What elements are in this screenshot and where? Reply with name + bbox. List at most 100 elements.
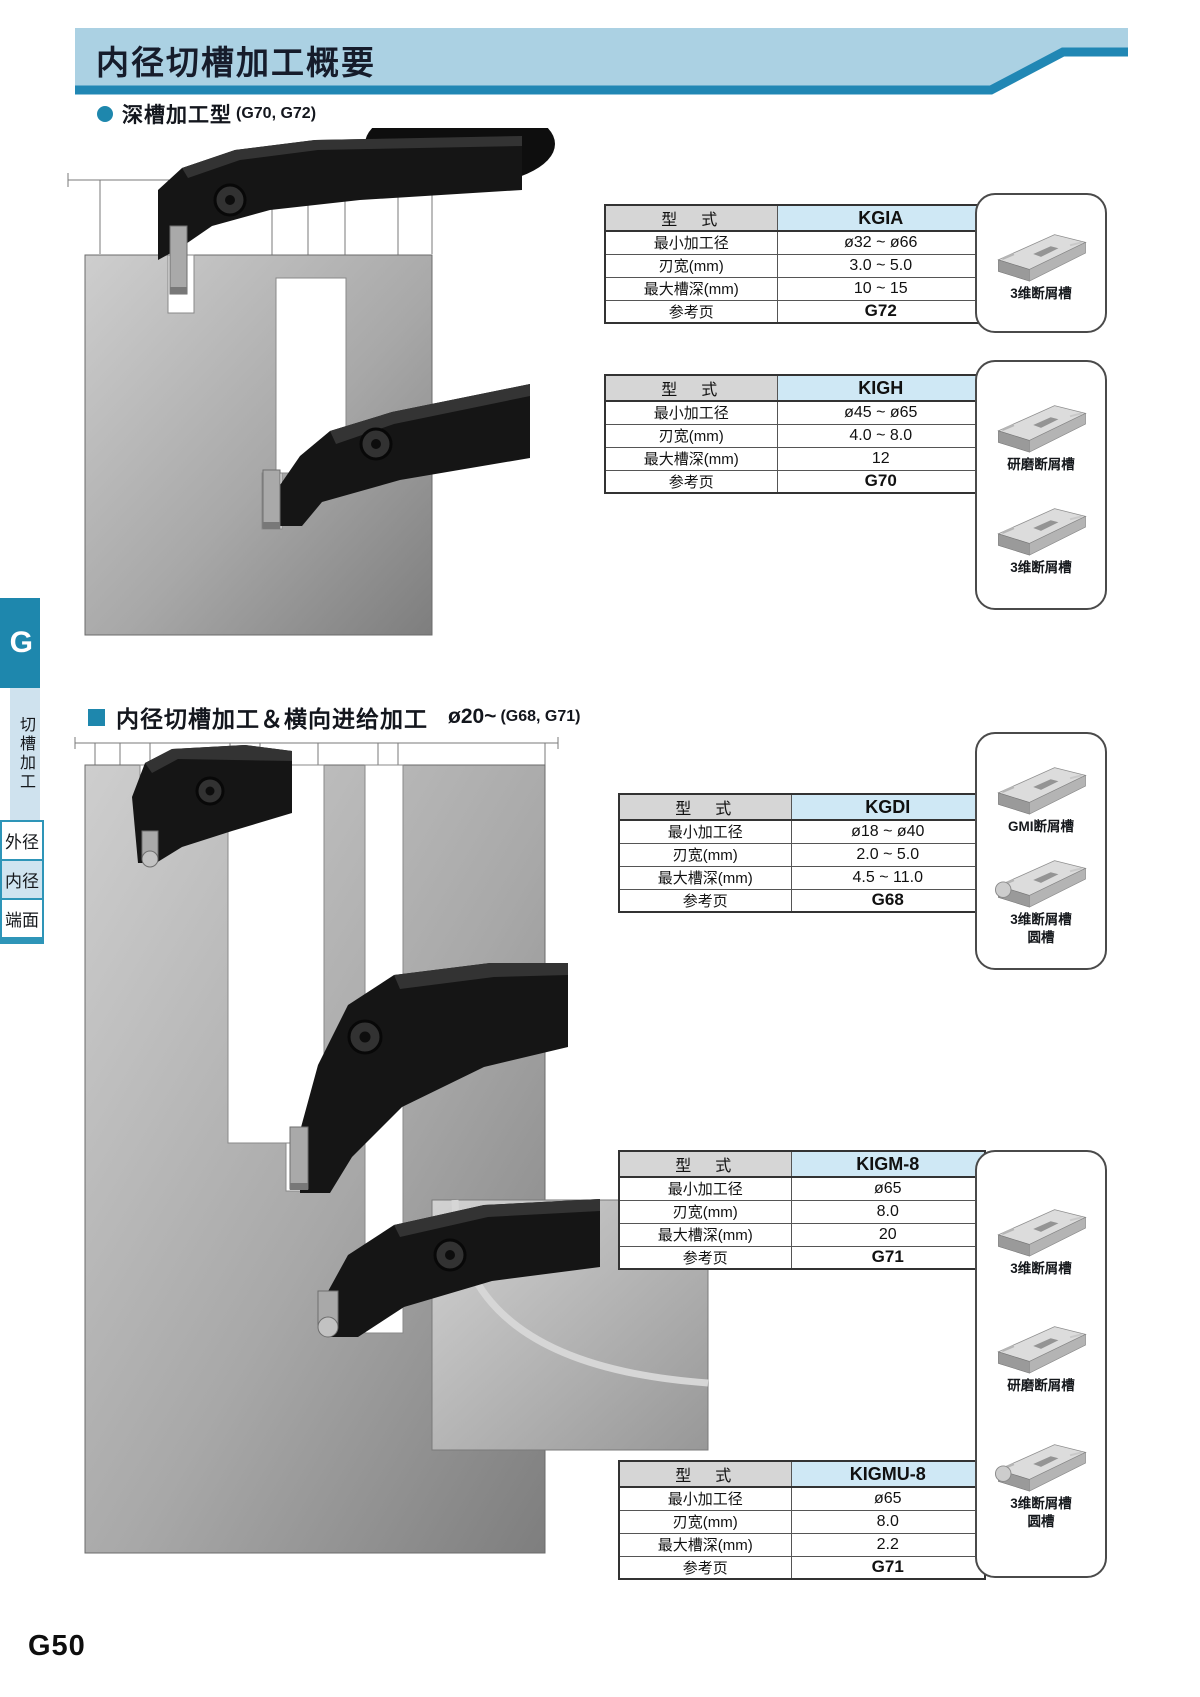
spec-row-value: 2.2 bbox=[790, 1532, 986, 1557]
insert-label: 研磨断屑槽 bbox=[1007, 1378, 1075, 1394]
insert-label: 3维断屑槽 bbox=[1010, 286, 1072, 302]
insert-box-kigh: 研磨断屑槽 3维断屑槽 bbox=[975, 360, 1107, 610]
spec-row-label: 最大槽深(mm) bbox=[618, 865, 792, 890]
spec-table-kgdi: 型 式 KGDI 最小加工径 ø18 ~ ø40 刃宽(mm) 2.0 ~ 5.… bbox=[618, 793, 986, 913]
spec-row-label: 最小加工径 bbox=[618, 1176, 792, 1201]
spec-row-value: ø32 ~ ø66 bbox=[776, 230, 986, 255]
section2-title: 内径切槽加工＆横向进给加工 ø20~ (G68, G71) bbox=[88, 700, 580, 734]
insert-image-ground-icon bbox=[997, 404, 1087, 453]
spec-row-label: 最小加工径 bbox=[618, 819, 792, 844]
sidebar-tab-inner[interactable]: 内径 bbox=[0, 859, 44, 900]
insert-image-round-icon bbox=[989, 1433, 1093, 1495]
sidebar-tab-outer[interactable]: 外径 bbox=[0, 820, 44, 861]
insert-item: GMI断屑槽 bbox=[989, 756, 1093, 836]
insert-label: 3维断屑槽 bbox=[1010, 1260, 1072, 1276]
spec-row-label: 最小加工径 bbox=[618, 1486, 792, 1511]
sidebar-tab-face[interactable]: 端面 bbox=[0, 898, 44, 939]
spec-row-label: 参考页 bbox=[618, 1245, 792, 1270]
header-band bbox=[75, 28, 1128, 95]
spec-row-label: 最大槽深(mm) bbox=[618, 1532, 792, 1557]
insert-image-3d-icon bbox=[997, 507, 1087, 557]
spec-model-kgia: KGIA bbox=[776, 204, 986, 232]
insert-image-3d-icon bbox=[997, 233, 1087, 283]
insert-item: 3维断屑槽 bbox=[989, 1198, 1093, 1278]
section2-size-range: ø20~ bbox=[448, 705, 497, 728]
spec-row-value: ø65 bbox=[790, 1486, 986, 1511]
insert-box-kgdi: GMI断屑槽 3维断屑槽 圆槽 bbox=[975, 732, 1107, 970]
insert-item: 3维断屑槽 圆槽 bbox=[989, 1433, 1093, 1530]
spec-type-label: 型 式 bbox=[604, 374, 778, 402]
spec-row-label: 参考页 bbox=[618, 1555, 792, 1580]
spec-model-kgdi: KGDI bbox=[790, 793, 986, 821]
spec-row-value: 3.0 ~ 5.0 bbox=[776, 253, 986, 278]
spec-type-label: 型 式 bbox=[618, 1460, 792, 1488]
spec-row-label: 最小加工径 bbox=[604, 230, 778, 255]
spec-row-value: 20 bbox=[790, 1222, 986, 1247]
square-bullet-icon bbox=[88, 708, 105, 726]
insert-item: 3维断屑槽 bbox=[989, 497, 1093, 577]
spec-type-label: 型 式 bbox=[618, 1150, 792, 1178]
insert-label-line2: 圆槽 bbox=[1027, 1513, 1055, 1529]
section2-title-suffix: (G68, G71) bbox=[500, 708, 581, 725]
tool-photo-kigmu8 bbox=[317, 1199, 600, 1338]
sidebar-category: 切槽加工 bbox=[10, 688, 40, 820]
spec-row-value: 8.0 bbox=[790, 1509, 986, 1534]
insert-label: 3维断屑槽 bbox=[1010, 1495, 1072, 1511]
spec-row-label: 刃宽(mm) bbox=[604, 253, 778, 278]
tool-photo-kigh bbox=[262, 384, 530, 529]
insert-box-kigm: 3维断屑槽 研磨断屑槽 3维断屑槽 圆槽 bbox=[975, 1150, 1107, 1578]
spec-model-kigmu8: KIGMU-8 bbox=[790, 1460, 986, 1488]
spec-model-kigh: KIGH bbox=[776, 374, 986, 402]
tool-photo-kigm8 bbox=[289, 963, 568, 1193]
section2-diagram bbox=[74, 737, 709, 1554]
section1-title-text: 深槽加工型 bbox=[122, 104, 232, 127]
spec-row-label: 刃宽(mm) bbox=[618, 1199, 792, 1224]
spec-table-kigmu8: 型 式 KIGMU-8 最小加工径 ø65 刃宽(mm) 8.0 最大槽深(mm… bbox=[618, 1460, 986, 1580]
insert-box-kgia: 3维断屑槽 bbox=[975, 193, 1107, 333]
spec-row-value: 8.0 bbox=[790, 1199, 986, 1224]
spec-type-label: 型 式 bbox=[618, 793, 792, 821]
spec-row-value: 4.5 ~ 11.0 bbox=[790, 865, 986, 890]
spec-row-label: 参考页 bbox=[604, 299, 778, 324]
spec-ref-page: G71 bbox=[790, 1555, 986, 1580]
sidebar-category-label: 切槽加工 bbox=[17, 716, 34, 792]
spec-row-label: 刃宽(mm) bbox=[604, 423, 778, 448]
spec-row-label: 最大槽深(mm) bbox=[604, 276, 778, 301]
insert-label: GMI断屑槽 bbox=[1008, 818, 1074, 834]
insert-item: 3维断屑槽 bbox=[989, 223, 1093, 303]
spec-row-value: 4.0 ~ 8.0 bbox=[776, 423, 986, 448]
spec-row-value: ø45 ~ ø65 bbox=[776, 400, 986, 425]
insert-image-ground-icon bbox=[997, 1325, 1087, 1375]
spec-row-value: ø65 bbox=[790, 1176, 986, 1201]
spec-ref-page: G72 bbox=[776, 299, 986, 324]
spec-row-label: 最小加工径 bbox=[604, 400, 778, 425]
tool-photo-kgia bbox=[158, 128, 555, 295]
section1-title: 深槽加工型 (G70, G72) bbox=[97, 99, 316, 129]
spec-row-value: 2.0 ~ 5.0 bbox=[790, 842, 986, 867]
insert-item: 研磨断屑槽 bbox=[989, 1315, 1093, 1395]
spec-ref-page: G71 bbox=[790, 1245, 986, 1270]
spec-row-label: 刃宽(mm) bbox=[618, 842, 792, 867]
insert-label: 3维断屑槽 bbox=[1010, 559, 1072, 575]
spec-row-value: 10 ~ 15 bbox=[776, 276, 986, 301]
insert-image-3d-icon bbox=[997, 1208, 1087, 1258]
spec-row-value: 12 bbox=[776, 446, 986, 471]
spec-type-label: 型 式 bbox=[604, 204, 778, 232]
sidebar-letter-tab[interactable]: G bbox=[0, 598, 40, 688]
insert-image-round-icon bbox=[989, 849, 1093, 911]
page-title: 内径切槽加工概要 bbox=[96, 44, 376, 81]
section2-title-text: 内径切槽加工＆横向进给加工 bbox=[116, 706, 428, 732]
spec-table-kigm8: 型 式 KIGM-8 最小加工径 ø65 刃宽(mm) 8.0 最大槽深(mm)… bbox=[618, 1150, 986, 1270]
sidebar-divider bbox=[0, 939, 44, 944]
spec-row-value: ø18 ~ ø40 bbox=[790, 819, 986, 844]
insert-label: 3维断屑槽 bbox=[1010, 912, 1072, 928]
section1-title-suffix: (G70, G72) bbox=[236, 105, 317, 122]
spec-table-kgia: 型 式 KGIA 最小加工径 ø32 ~ ø66 刃宽(mm) 3.0 ~ 5.… bbox=[604, 204, 986, 324]
spec-row-label: 最大槽深(mm) bbox=[604, 446, 778, 471]
section1-diagram bbox=[67, 128, 555, 636]
circle-bullet-icon bbox=[97, 106, 113, 122]
spec-row-label: 刃宽(mm) bbox=[618, 1509, 792, 1534]
spec-ref-page: G68 bbox=[790, 888, 986, 913]
tool-photo-kgdi bbox=[132, 745, 292, 868]
